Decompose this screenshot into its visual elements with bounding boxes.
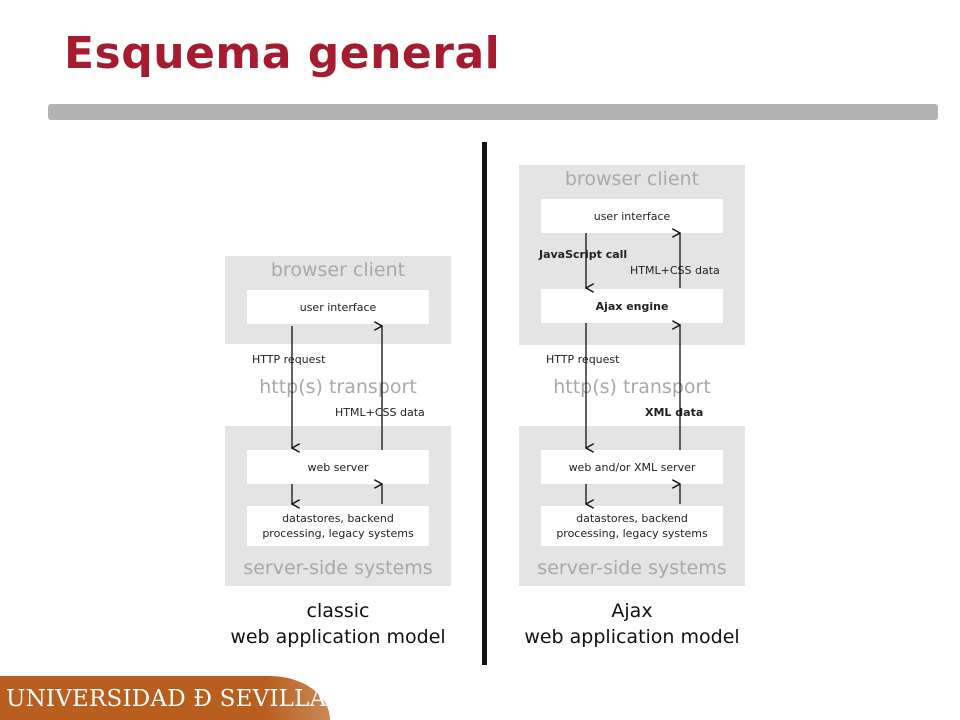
classic-html-css-data-label: HTML+CSS data [335,406,425,419]
classic-model-caption: classic web application model [208,598,468,650]
ajax-browser-client-panel: browser client user interface Ajax engin… [519,165,745,345]
classic-browser-client-label: browser client [270,259,406,281]
slide-title: Esquema general [64,28,501,79]
ajax-xml-data-label: XML data [645,406,704,419]
classic-browser-client-panel: browser client user interface [225,256,451,344]
classic-http-request-label: HTTP request [252,353,326,366]
classic-user-interface-box: user interface [247,290,429,324]
ajax-engine-box: Ajax engine [541,289,723,323]
ajax-html-css-data-label: HTML+CSS data [630,264,720,277]
footer-logo-band [0,676,330,720]
classic-web-server-box: web server [247,450,429,484]
ajax-javascript-call-label: JavaScript call [539,248,628,261]
ajax-server-side-label: server-side systems [537,557,727,579]
ajax-engine-text: Ajax engine [595,299,669,313]
ajax-datastores-line2: processing, legacy systems [556,527,708,540]
ajax-browser-client-label: browser client [564,168,700,190]
university-logo-text: UNIVERSIDAD Ð SEVILLA [6,686,327,712]
classic-model-line2: web application model [230,626,446,648]
title-underline-bar [48,104,938,120]
ajax-user-interface-box: user interface [541,199,723,233]
classic-datastores-line1: datastores, backend [282,512,394,525]
ajax-model-line1: Ajax [611,600,653,622]
ajax-server-side-panel: web and/or XML server datastores, backen… [519,426,745,586]
ajax-model-caption: Ajax web application model [502,598,762,650]
center-divider [482,142,487,665]
ajax-web-xml-server-box: web and/or XML server [541,450,723,484]
classic-datastores-box: datastores, backend processing, legacy s… [247,506,429,546]
ajax-datastores-box: datastores, backend processing, legacy s… [541,506,723,546]
classic-transport-label: http(s) transport [259,376,417,398]
ajax-model-line2: web application model [524,626,740,648]
classic-user-interface-text: user interface [299,300,377,314]
classic-web-server-text: web server [307,460,369,474]
ajax-web-xml-server-text: web and/or XML server [568,460,696,474]
classic-server-side-label: server-side systems [243,557,433,579]
classic-model-line1: classic [306,600,370,622]
ajax-datastores-line1: datastores, backend [576,512,688,525]
ajax-transport-label: http(s) transport [553,376,711,398]
ajax-http-request-label: HTTP request [546,353,620,366]
classic-datastores-line2: processing, legacy systems [262,527,414,540]
ajax-user-interface-text: user interface [593,209,671,223]
classic-server-side-panel: web server datastores, backend processin… [225,426,451,586]
